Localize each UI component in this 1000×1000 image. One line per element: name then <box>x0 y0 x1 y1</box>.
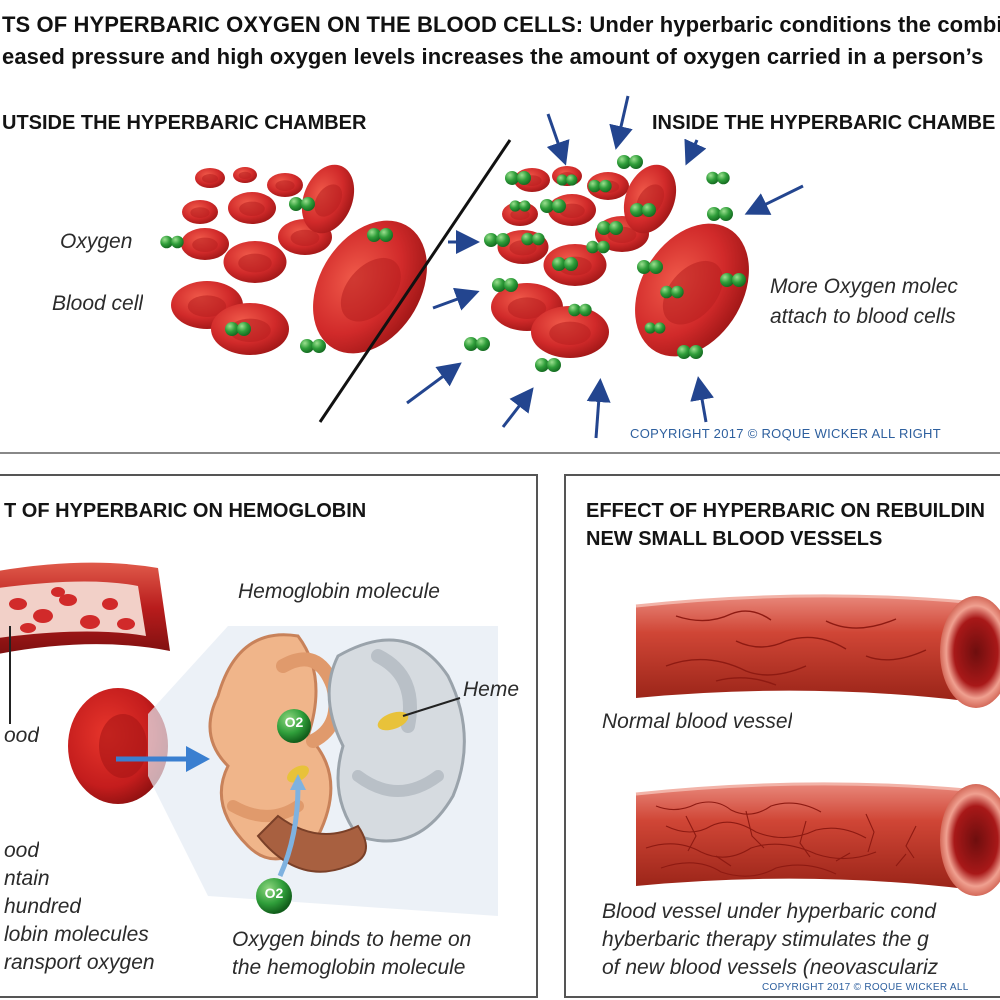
hemoglobin-panel-title: T OF HYPERBARIC ON HEMOGLOBIN <box>4 500 367 522</box>
top-section: UTSIDE THE HYPERBARIC CHAMBER INSIDE THE… <box>0 82 1000 454</box>
more-oxygen-label-line-2: attach to blood cells <box>770 305 956 328</box>
header-line-1: TS OF HYPERBARIC OXYGEN ON THE BLOOD CEL… <box>2 12 1000 37</box>
normal-vessel-label: Normal blood vessel <box>602 710 793 733</box>
outside-chamber-title: UTSIDE THE HYPERBARIC CHAMBER <box>2 112 367 134</box>
pressure-arrow-icons <box>406 95 804 439</box>
vessel-caption-line-2: hyberbaric therapy stimulates the g <box>602 928 929 951</box>
header-line-2: eased pressure and high oxygen levels in… <box>2 44 984 69</box>
hemoglobin-illustration <box>0 562 498 916</box>
inside-cells <box>491 152 764 383</box>
o2-symbol-top: O2 <box>284 714 304 730</box>
left-text-line-1: ood <box>4 839 40 862</box>
left-text-line-3: hundred <box>4 895 82 918</box>
arrow-head <box>186 746 210 772</box>
vessel-panel: EFFECT OF HYPERBARIC ON REBUILDIN NEW SM… <box>564 474 1000 998</box>
left-text-line-5: ransport oxygen <box>4 951 155 974</box>
o2-binding-arrow-head <box>290 774 306 790</box>
blood-cell-label: Blood cell <box>52 292 144 315</box>
o2-badge-icon <box>277 709 311 743</box>
heme-group <box>377 711 409 731</box>
binds-label-line-1: Oxygen binds to heme on <box>232 928 472 951</box>
heme-pointer <box>402 697 461 717</box>
cell-center <box>99 714 147 778</box>
binds-label-line-2: the hemoglobin molecule <box>232 956 466 979</box>
o2-badge-icon-bottom <box>256 878 292 914</box>
o2-symbol-bottom: O2 <box>264 885 284 901</box>
vessel-caption-line-3: of new blood vessels (neovasculariz <box>602 956 939 979</box>
top-copyright: COPYRIGHT 2017 © ROQUE WICKER ALL RIGHT <box>630 426 941 441</box>
bottom-copyright: COPYRIGHT 2017 © ROQUE WICKER ALL <box>762 982 969 993</box>
hemoglobin-molecule-label: Hemoglobin molecule <box>238 580 440 603</box>
blood-fragment-label: ood <box>4 724 40 747</box>
vessel-panel-title-line-1: EFFECT OF HYPERBARIC ON REBUILDIN <box>586 500 985 522</box>
top-illustration <box>160 95 804 439</box>
page-header: TS OF HYPERBARIC OXYGEN ON THE BLOOD CEL… <box>0 0 1000 82</box>
vessel-caption-line-1: Blood vessel under hyperbaric cond <box>602 900 936 923</box>
o2-binding-arrow <box>277 785 301 878</box>
left-text-line-4: lobin molecules <box>4 923 149 946</box>
vessel-lumen <box>0 581 146 638</box>
section-separator <box>0 452 1000 454</box>
vessel-cells <box>9 587 135 633</box>
normal-blood-vessel <box>635 594 1000 708</box>
inside-chamber-title: INSIDE THE HYPERBARIC CHAMBE <box>652 112 996 134</box>
left-text-line-2: ntain <box>4 867 50 890</box>
chamber-divider <box>318 139 512 423</box>
heme-label: Heme <box>463 678 520 701</box>
vessel-illustration <box>635 594 1000 896</box>
more-oxygen-label-line-1: More Oxygen molec <box>770 275 958 298</box>
vessel-panel-title-line-2: NEW SMALL BLOOD VESSELS <box>586 528 883 550</box>
hemoglobin-panel: O2 O2 T OF HYPERBARIC ON HEMOGLOBIN Hemo… <box>0 474 538 998</box>
oxygen-label: Oxygen <box>60 230 133 253</box>
neovascularized-blood-vessel <box>635 782 1000 896</box>
